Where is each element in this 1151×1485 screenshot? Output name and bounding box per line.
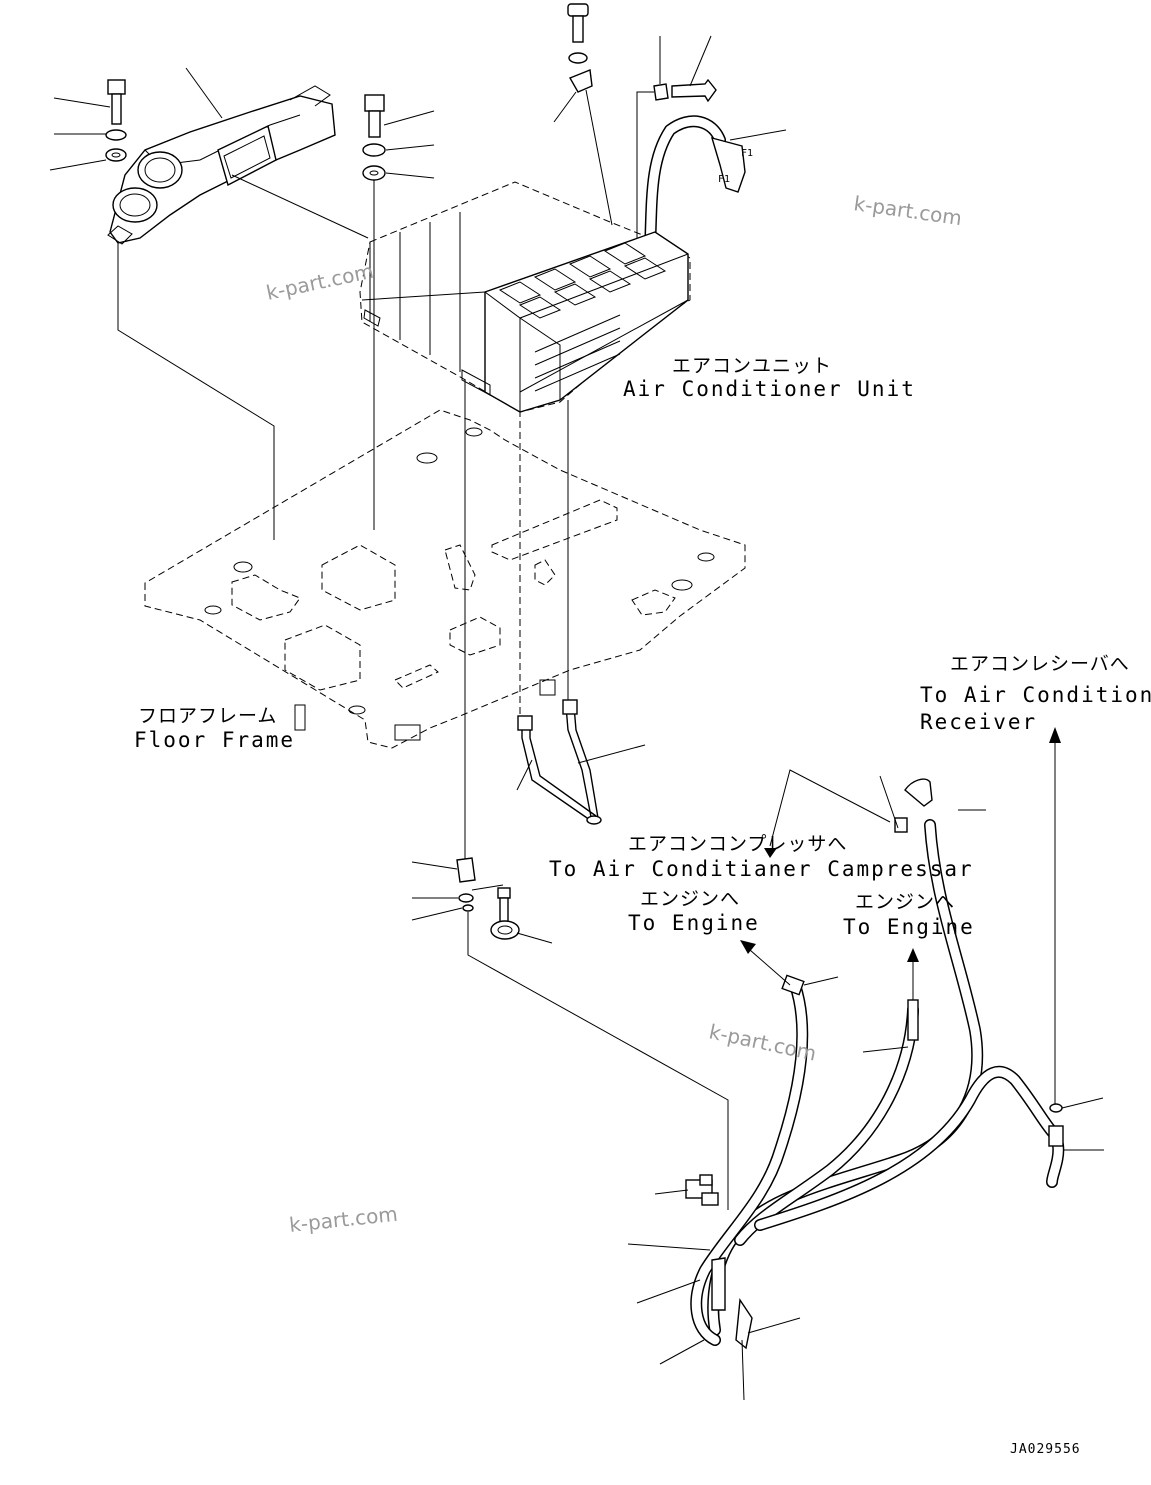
watermark: k-part.com xyxy=(852,191,963,230)
engine-1-jp: エンジンへ xyxy=(640,888,740,910)
figure-id: JA029556 xyxy=(1010,1442,1081,1457)
compressor-jp: エアコンコンプレッサへ xyxy=(628,833,847,855)
floor-frame-en: Floor Frame xyxy=(134,728,295,752)
compressor-en: To Air Conditianer Campressar xyxy=(549,857,974,881)
ac-unit-en: Air Conditioner Unit xyxy=(623,377,916,401)
top-clip xyxy=(553,3,717,240)
label-compressor: エアコンコンプレッサへ To Air Conditianer Campressa… xyxy=(549,833,974,881)
label-engine-1: エンジンへ To Engine xyxy=(628,888,760,935)
engine-2-jp: エンジンへ xyxy=(855,891,955,913)
watermark: k-part.com xyxy=(264,259,376,305)
hose-routing xyxy=(685,778,1065,1350)
arrow-engine-2 xyxy=(907,948,919,962)
receiver-en-2: Receiver xyxy=(920,710,1037,734)
leader-lines-hoses xyxy=(627,775,1104,1401)
watermark: k-part.com xyxy=(288,1202,399,1237)
leader-lines-unit-fasteners xyxy=(117,110,435,540)
svg-text:F1: F1 xyxy=(718,174,730,185)
floor-frame xyxy=(144,409,746,749)
arrow-receiver xyxy=(1049,727,1061,743)
duct-assembly xyxy=(107,85,336,245)
unit-fasteners xyxy=(362,94,386,181)
unit-floor-connectors xyxy=(464,380,569,860)
arrow-compressor xyxy=(764,848,777,858)
direction-arrows xyxy=(740,727,1061,1104)
label-engine-2: エンジンへ To Engine xyxy=(843,891,975,939)
duct-fasteners xyxy=(105,79,127,162)
label-receiver: エアコンレシーバへ To Air Conditioner Receiver xyxy=(920,653,1151,734)
engine-2-en: To Engine xyxy=(843,915,975,939)
air-conditioner-unit xyxy=(359,181,691,413)
ac-pipe-top: F1 F1 xyxy=(644,115,787,256)
receiver-jp: エアコンレシーバへ xyxy=(950,653,1130,675)
clamp-set xyxy=(411,857,729,1210)
floor-frame-jp: フロアフレーム xyxy=(138,705,277,727)
label-floor-frame: フロアフレーム Floor Frame xyxy=(134,705,295,752)
arrow-engine-1 xyxy=(740,940,756,954)
svg-text:F1: F1 xyxy=(741,148,753,159)
label-air-conditioner-unit: エアコンユニット Air Conditioner Unit xyxy=(623,355,916,401)
receiver-en-1: To Air Conditioner xyxy=(920,683,1151,707)
drain-hoses xyxy=(516,699,646,825)
leader-lines-duct xyxy=(49,67,223,171)
ac-unit-jp: エアコンユニット xyxy=(672,355,832,377)
engine-1-en: To Engine xyxy=(628,911,760,935)
